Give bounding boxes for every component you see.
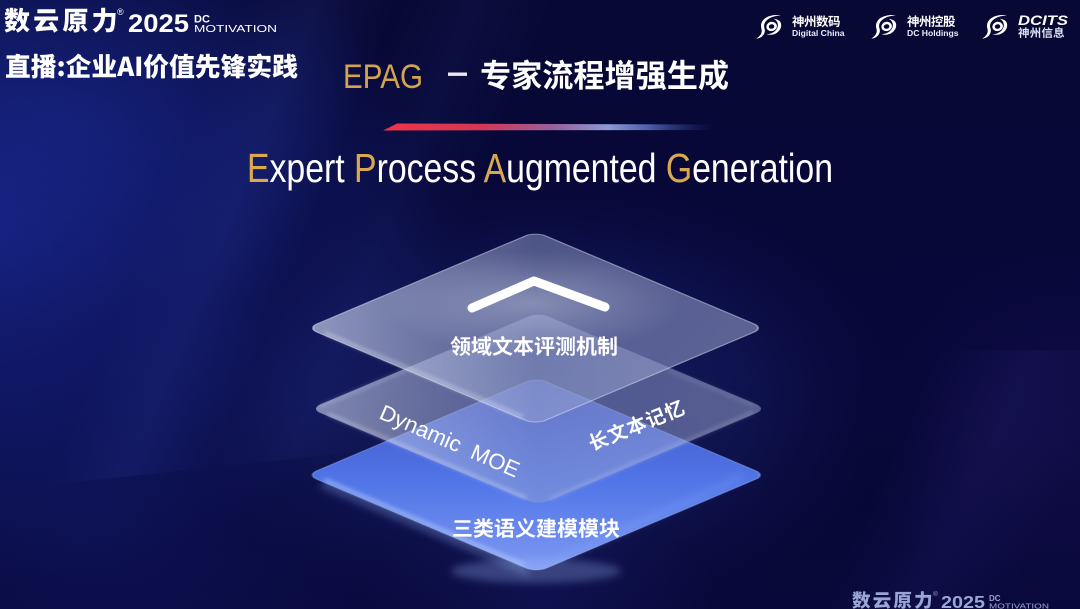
svg-text:®: ® (117, 7, 124, 17)
svg-text:EPAG: EPAG (343, 58, 423, 96)
svg-text:MOTIVATION: MOTIVATION (989, 602, 1049, 609)
svg-text:®: ® (933, 590, 938, 598)
svg-text:2025: 2025 (128, 10, 189, 38)
svg-text:2025: 2025 (941, 592, 985, 609)
svg-text:MOTIVATION: MOTIVATION (194, 23, 277, 35)
svg-text:DCITS: DCITS (1018, 12, 1069, 28)
svg-text:DC: DC (194, 14, 210, 26)
svg-text:Expert Process Augmented Gener: Expert Process Augmented Generation (247, 145, 833, 191)
svg-text:DC: DC (989, 594, 1001, 603)
svg-text:DC Holdings: DC Holdings (907, 28, 959, 38)
svg-text:Digital China: Digital China (792, 28, 845, 38)
